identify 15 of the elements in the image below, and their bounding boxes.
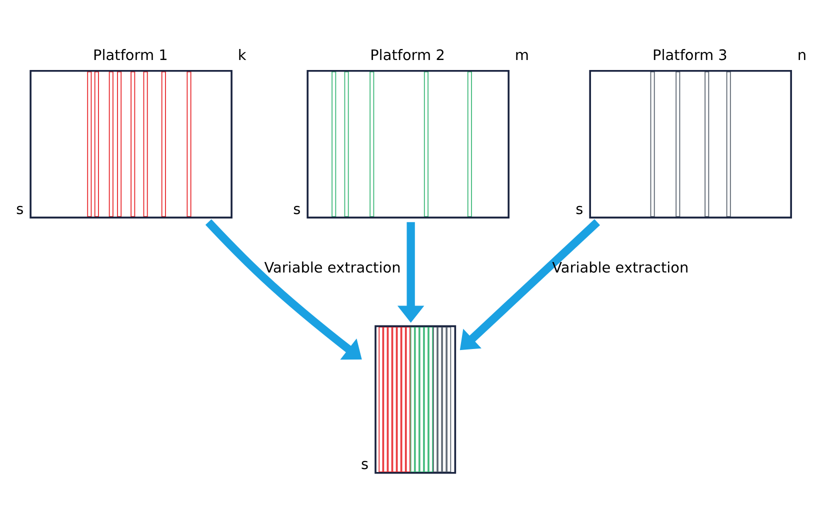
node-label: s (576, 202, 584, 218)
edge-label: Variable extraction (552, 260, 689, 277)
node-label: Platform 3 (652, 48, 728, 64)
node-label: n (797, 48, 807, 64)
node-label: s (361, 457, 369, 474)
edge-label: Variable extraction (264, 260, 401, 277)
node-label: m (514, 48, 530, 64)
arrow (460, 219, 600, 350)
arrow (205, 219, 362, 360)
node-label: s (293, 202, 301, 218)
node-label: s (16, 202, 24, 218)
node-label: k (238, 48, 246, 64)
node-label: Platform 2 (370, 48, 445, 64)
node-label: Platform 1 (93, 48, 168, 64)
arrow (397, 222, 424, 323)
